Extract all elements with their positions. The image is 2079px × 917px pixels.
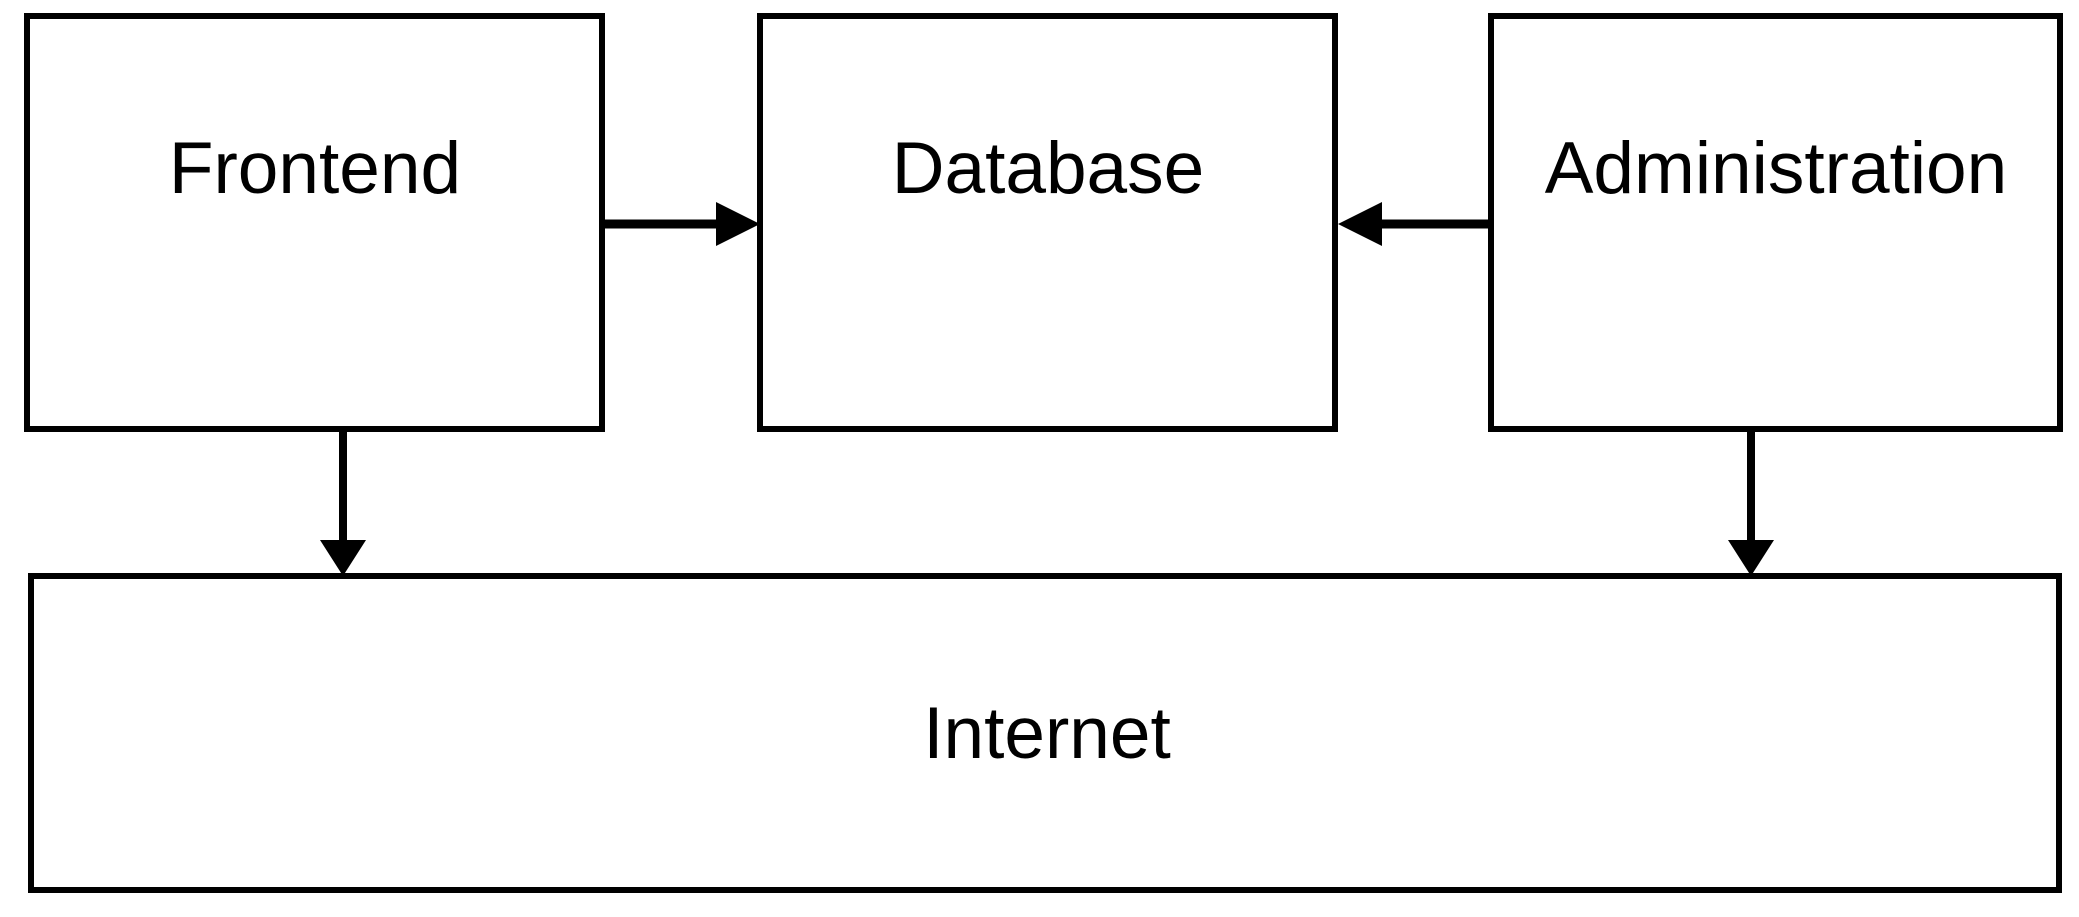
node-frontend: Frontend: [24, 13, 605, 432]
edge-administration-internet: [1728, 430, 1774, 576]
edge-administration-database-arrowhead-icon: [1338, 202, 1382, 246]
edge-administration-database: [1338, 202, 1488, 246]
node-internet-label: Internet: [923, 693, 1171, 774]
node-database: Database: [757, 13, 1338, 432]
node-internet: Internet: [28, 573, 2062, 893]
edge-frontend-database-arrowhead-icon: [716, 202, 760, 246]
node-administration-label: Administration: [1545, 128, 2008, 209]
node-database-box: [757, 13, 1338, 432]
edge-frontend-database: [605, 202, 760, 246]
node-administration: Administration: [1488, 13, 2063, 432]
node-database-label: Database: [892, 128, 1205, 209]
node-frontend-label: Frontend: [169, 128, 461, 209]
edge-administration-internet-arrowhead-icon: [1728, 540, 1774, 576]
edge-frontend-internet: [320, 430, 366, 576]
node-internet-box: [28, 573, 2062, 893]
node-frontend-box: [24, 13, 605, 432]
edge-frontend-internet-arrowhead-icon: [320, 540, 366, 576]
node-administration-box: [1488, 13, 2063, 432]
